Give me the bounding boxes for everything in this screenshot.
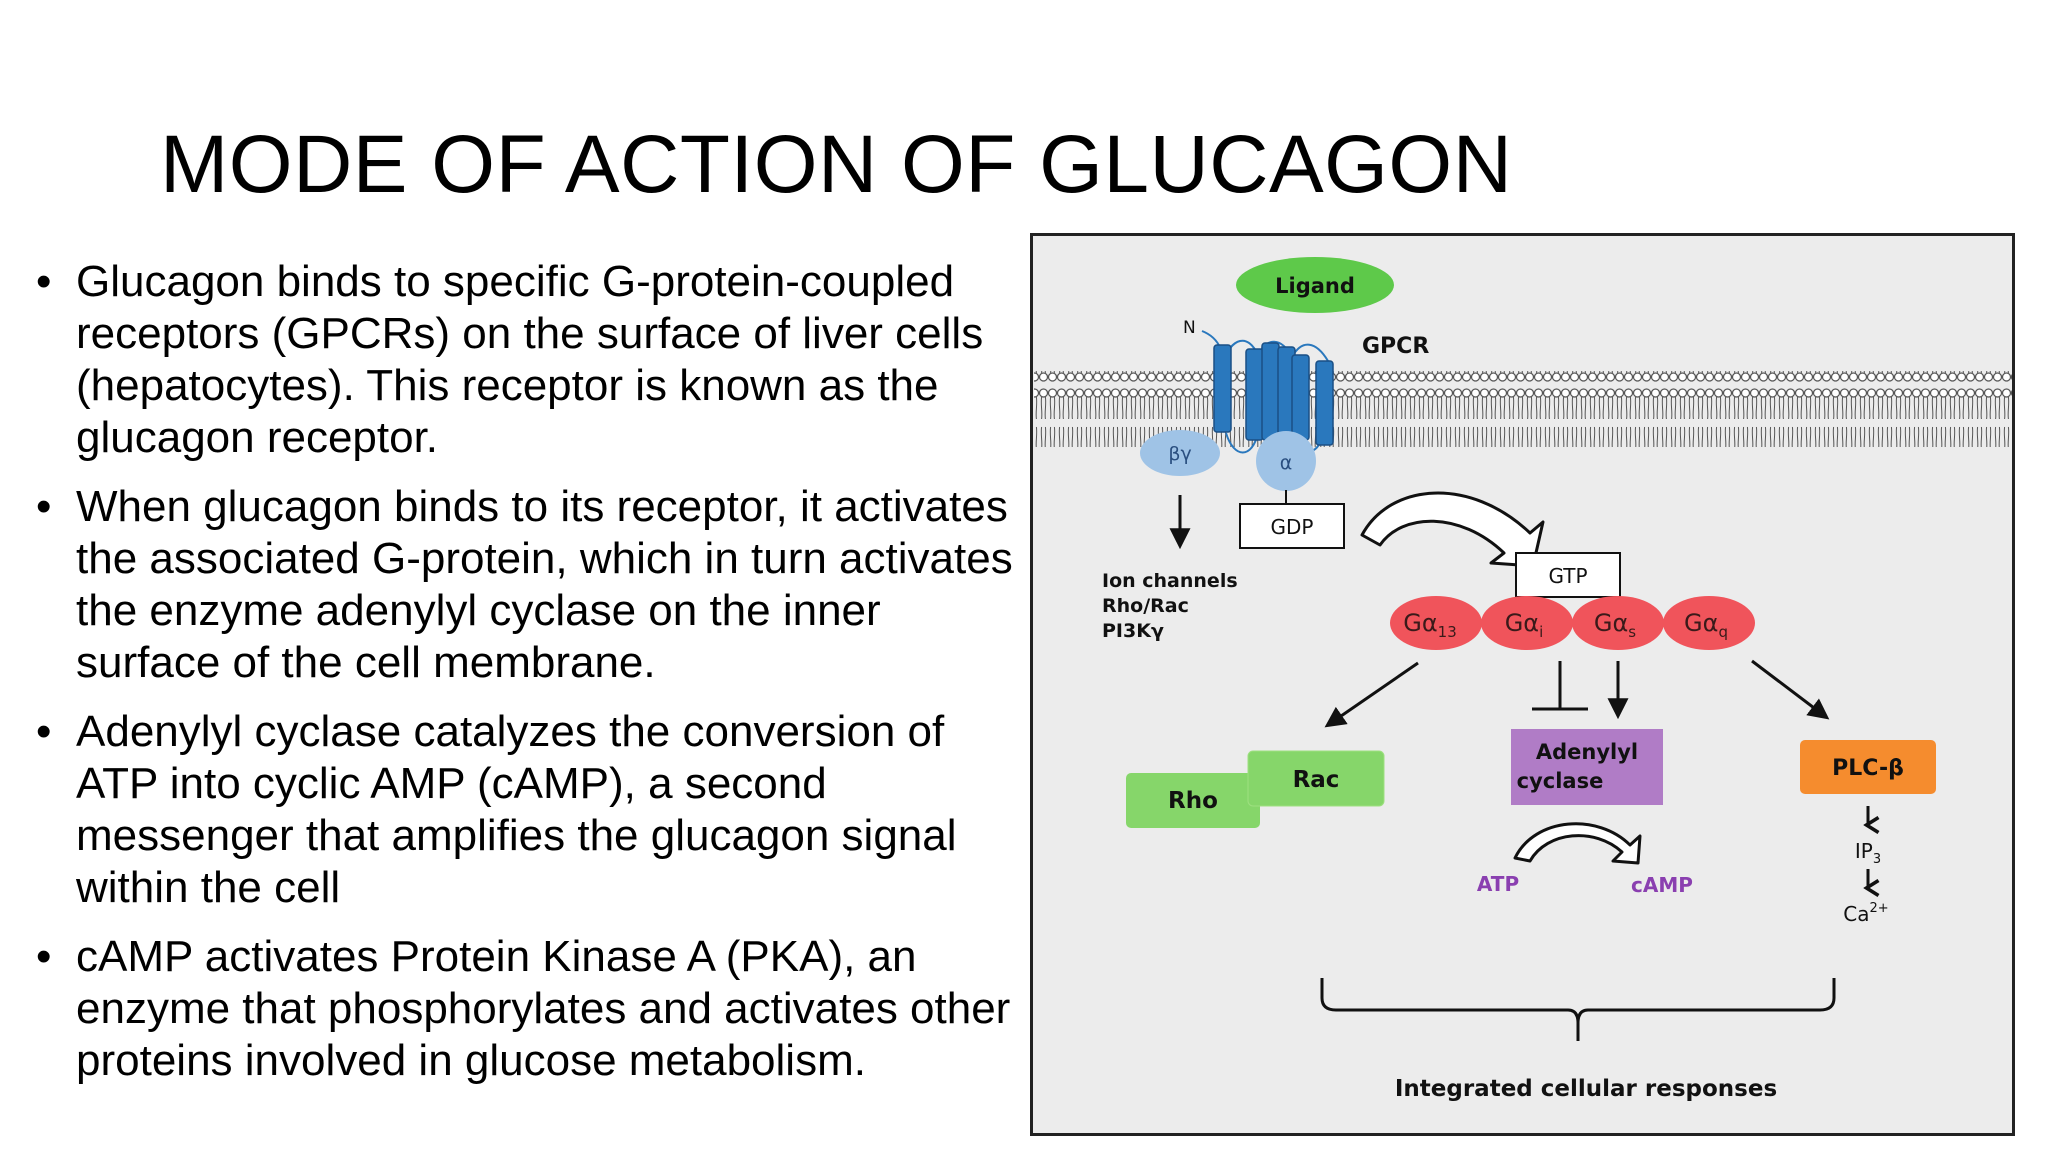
- bullet-dot: •: [36, 932, 52, 981]
- n-terminus-label: N: [1183, 318, 1196, 338]
- rho-box: [1126, 773, 1260, 828]
- gtp-label: GTP: [1548, 564, 1587, 588]
- response-brace: [1320, 978, 1836, 1041]
- bullet-text: cAMP activates Protein Kinase A (PKA), a…: [76, 932, 1011, 1085]
- pi3k-label: PI3Kγ: [1102, 620, 1164, 642]
- diagram-panel: [1030, 233, 2015, 1136]
- bullet-dot: •: [36, 707, 52, 756]
- g-alpha-q-base: Gα: [1684, 609, 1718, 637]
- g-alpha-s-base: Gα: [1594, 609, 1628, 637]
- atp-camp-arrow: [1513, 822, 1642, 865]
- bullet-item: • Glucagon binds to specific G-protein-co…: [36, 256, 1026, 464]
- bullet-text: Adenylyl cyclase catalyzes the conversio…: [76, 707, 957, 912]
- atp-label: ATP: [1477, 872, 1519, 896]
- g-alpha-s-sub: s: [1628, 623, 1636, 641]
- gdp-label: GDP: [1271, 515, 1314, 539]
- rac-label: Rac: [1293, 767, 1340, 793]
- camp-label: cAMP: [1631, 873, 1693, 897]
- gpcr-signaling-diagram: Ligand N GPCR βγ α GDP Ion channels Rho/…: [1030, 233, 2015, 1136]
- gpcr-receptor: [1213, 342, 1334, 446]
- rac-box: [1247, 750, 1385, 807]
- ligand-oval: [1236, 257, 1394, 313]
- ca-sup: 2+: [1870, 901, 1889, 916]
- bullet-item: • cAMP activates Protein Kinase A (PKA), …: [36, 931, 1026, 1087]
- bullet-text: Glucagon binds to specific G-protein-cou…: [76, 257, 984, 462]
- ip3-label: IP3: [1855, 839, 1881, 867]
- gdp-box: [1239, 503, 1345, 549]
- ip3-base: IP: [1855, 839, 1873, 863]
- alpha-label: α: [1280, 452, 1293, 474]
- adenylyl-cyclase-box: [1511, 729, 1663, 805]
- beta-gamma-label: βγ: [1168, 443, 1191, 465]
- g13-to-rho-rac-arrow: [1324, 661, 1419, 728]
- svg-text:Gαi: Gαi: [1505, 609, 1544, 641]
- slide-title: MODE OF ACTION OF GLUCAGON: [160, 119, 1513, 210]
- ip3-sub: 3: [1873, 852, 1881, 867]
- ca-label: Ca2+: [1843, 901, 1888, 926]
- bullet-list: • Glucagon binds to specific G-protein-co…: [36, 256, 1026, 1104]
- adenylyl-label: Adenylyl: [1536, 740, 1638, 764]
- ion-channels-label: Ion channels: [1102, 570, 1238, 592]
- svg-text:Gαs: Gαs: [1594, 609, 1636, 641]
- g-alpha-i-base: Gα: [1505, 609, 1539, 637]
- bullet-dot: •: [36, 257, 52, 306]
- ligand-label: Ligand: [1275, 274, 1355, 298]
- plc-beta-box: [1800, 740, 1936, 794]
- gpcr-label: GPCR: [1362, 334, 1429, 359]
- cyclase-label: cyclase: [1517, 769, 1604, 793]
- svg-text:Gα13: Gα13: [1403, 609, 1457, 641]
- bullet-text: When glucagon binds to its receptor, it …: [76, 482, 1013, 687]
- ca-base: Ca: [1843, 902, 1869, 926]
- g-alpha-q-sub: q: [1718, 623, 1728, 641]
- g-alpha-i-sub: i: [1539, 623, 1543, 641]
- g-alpha-q: Gαq: [1663, 596, 1755, 650]
- rho-rac-effector-label: Rho/Rac: [1102, 595, 1189, 617]
- bullet-item: • Adenylyl cyclase catalyzes the conversi…: [36, 706, 1026, 914]
- bullet-dot: •: [36, 482, 52, 531]
- rho-label: Rho: [1168, 788, 1218, 814]
- g-alpha-13: Gα13: [1390, 596, 1482, 650]
- svg-text:Gαq: Gαq: [1684, 609, 1728, 641]
- bullet-item: • When glucagon binds to its receptor, it…: [36, 481, 1026, 689]
- plc-beta-label: PLC-β: [1832, 756, 1904, 781]
- alpha-subunit: [1256, 431, 1316, 491]
- g-alpha-13-sub: 13: [1438, 623, 1457, 641]
- gtp-box: [1515, 552, 1621, 598]
- g-alpha-i: Gαi: [1481, 596, 1573, 650]
- gdp-gtp-exchange-arrow: [1360, 491, 1545, 568]
- gi-inhibit-arrow: [1532, 661, 1588, 711]
- gq-to-plc-arrow: [1751, 659, 1830, 720]
- g-alpha-s: Gαs: [1572, 596, 1664, 650]
- g-alpha-13-base: Gα: [1403, 609, 1437, 637]
- beta-gamma-subunit: [1140, 430, 1220, 476]
- integrated-responses-label: Integrated cellular responses: [1395, 1076, 1777, 1102]
